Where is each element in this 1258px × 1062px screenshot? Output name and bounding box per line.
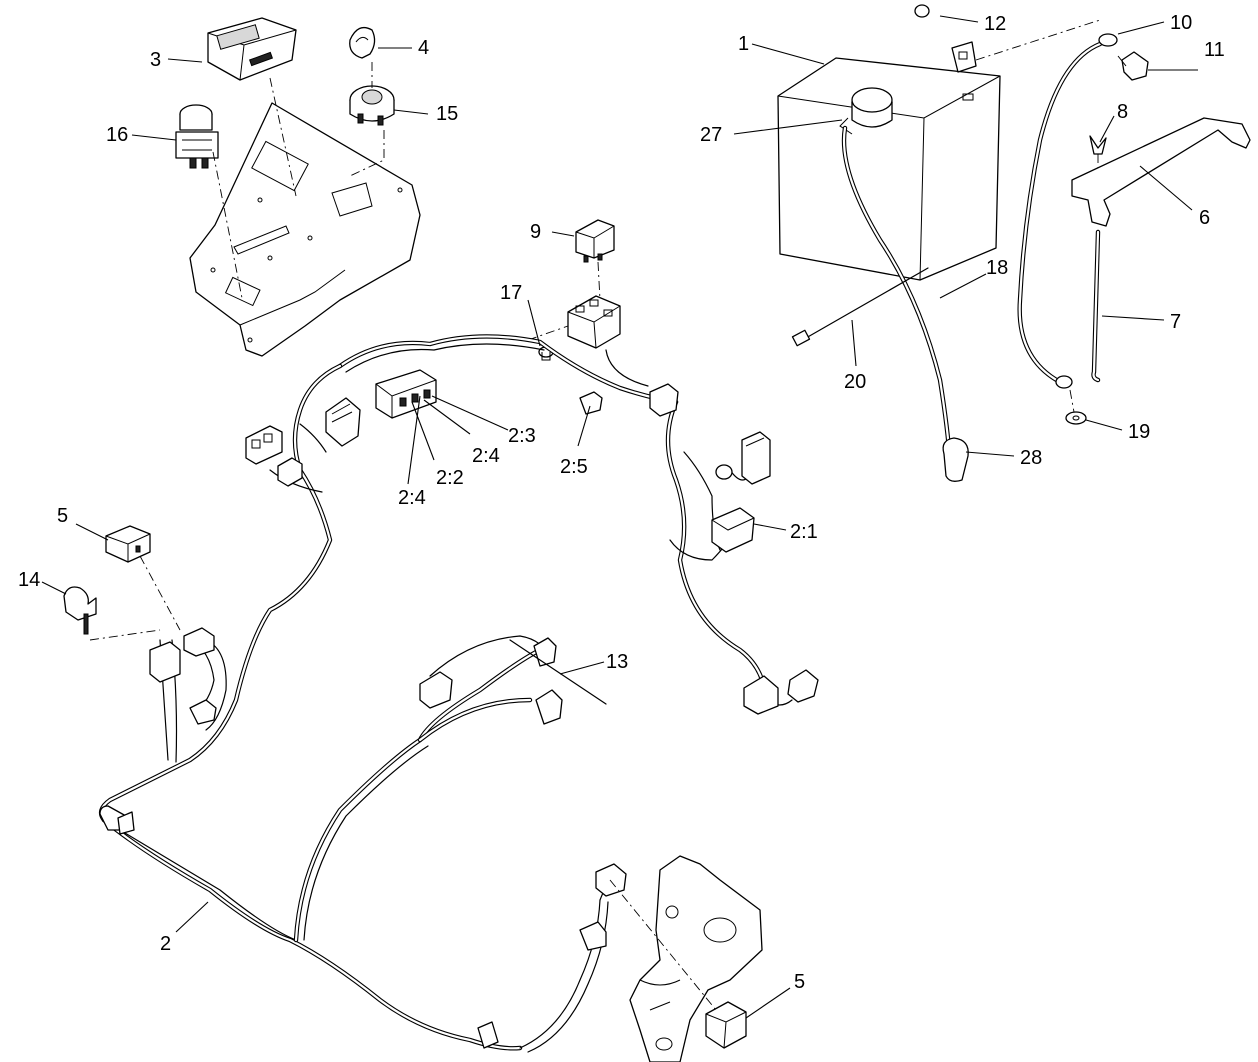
connector-top-right	[649, 383, 679, 417]
ignition-switch	[349, 85, 395, 126]
battery-terminal-12	[951, 41, 977, 73]
tie-strap	[509, 639, 607, 705]
hold-down-bracket	[1071, 117, 1251, 227]
callout-1: 1	[738, 33, 749, 55]
relay	[575, 219, 615, 263]
callout-3: 3	[150, 49, 161, 71]
callout-17: 17	[500, 282, 522, 304]
callout-5-upper: 5	[57, 505, 68, 527]
callout-labels: 1 2 3 4 5 5 6 7 8 9 10 11 12 13 14 15 16…	[18, 12, 1225, 993]
ring-terminal	[715, 464, 733, 480]
positive-cable	[841, 125, 969, 482]
callout-10: 10	[1170, 12, 1192, 34]
callout-9: 9	[530, 221, 541, 243]
callout-2-3: 2:3	[508, 425, 536, 447]
callout-2: 2	[160, 933, 171, 955]
ignition-key	[349, 26, 376, 59]
callout-2-1: 2:1	[790, 521, 818, 543]
flat-washer-19	[1065, 411, 1087, 425]
callout-6: 6	[1199, 207, 1210, 229]
wing-nut	[1089, 135, 1107, 155]
connector-2-2-block	[375, 369, 437, 419]
hold-down-rod	[1091, 229, 1101, 383]
connector-terminal-block	[245, 425, 283, 465]
hour-meter	[207, 17, 297, 81]
connector-small-left	[277, 457, 303, 487]
connector-bottom	[477, 863, 627, 1049]
callout-28: 28	[1020, 447, 1042, 469]
connector-right-upper	[741, 431, 771, 485]
callout-7: 7	[1170, 311, 1181, 333]
callout-2-4-left: 2:4	[398, 487, 426, 509]
connector-2-1	[711, 507, 755, 553]
bolt	[1117, 51, 1149, 81]
rocker-switch	[175, 104, 219, 169]
cable-tie	[791, 267, 929, 347]
callout-11: 11	[1204, 39, 1225, 61]
seat-switch-bracket	[629, 855, 763, 1062]
callout-27: 27	[700, 124, 722, 146]
callout-18: 18	[986, 257, 1008, 279]
control-panel	[189, 102, 421, 357]
callout-13: 13	[606, 651, 628, 673]
callout-5-lower: 5	[794, 971, 805, 993]
callout-14: 14	[18, 569, 40, 591]
callout-8: 8	[1117, 101, 1128, 123]
callout-19: 19	[1128, 421, 1150, 443]
callout-2-5: 2:5	[560, 456, 588, 478]
connector-2-5	[579, 391, 603, 415]
connector-2-4-plug	[325, 397, 361, 447]
positive-terminal-cover	[839, 87, 893, 135]
harness-clip-left	[99, 805, 135, 835]
callout-2-2: 2:2	[436, 467, 464, 489]
relay-left	[105, 525, 151, 563]
relay-socket	[567, 295, 621, 349]
callout-16: 16	[106, 124, 128, 146]
switch-14	[63, 586, 97, 635]
negative-cable	[1017, 33, 1118, 389]
callout-12: 12	[984, 13, 1006, 35]
relay-bottom	[705, 1001, 747, 1049]
callout-2-4-right: 2:4	[472, 445, 500, 467]
callout-20: 20	[844, 371, 866, 393]
callout-4: 4	[418, 37, 429, 59]
callout-15: 15	[436, 103, 458, 125]
connector-left-relay	[149, 627, 217, 725]
flat-washer-12	[914, 4, 930, 18]
leader-lines	[41, 15, 1198, 1019]
battery	[777, 57, 1001, 281]
connector-right-lower	[743, 669, 819, 715]
